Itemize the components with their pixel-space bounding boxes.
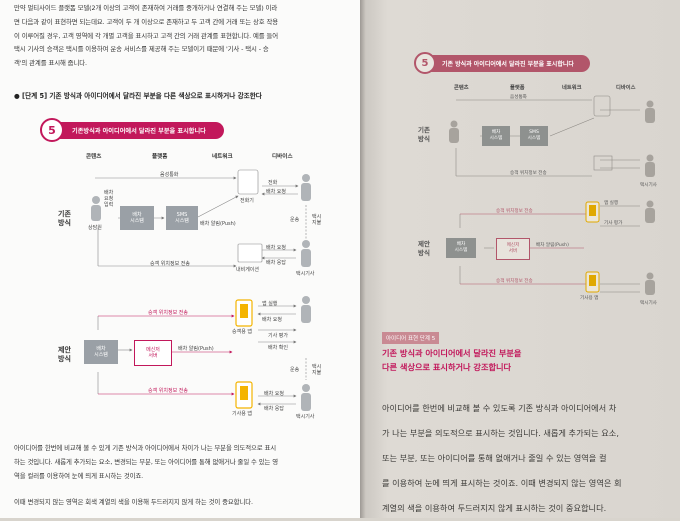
messenger-server-box: 메신저 서버 bbox=[134, 340, 172, 366]
right-proposed-driver: 택시기사 bbox=[640, 301, 657, 306]
dispatch-notice-label: 배차 알림(Push) bbox=[200, 221, 236, 227]
right-step-tag: 아이디어 표현 단계 5 bbox=[382, 332, 440, 344]
banner-title: 기존방식과 아이디어에서 달라진 부분을 표시합니다 bbox=[58, 121, 224, 139]
location-top-label: 승객 위치정보 전송 bbox=[148, 310, 188, 316]
app-run-label: 앱 실행 bbox=[262, 301, 278, 307]
proposed-taxi-pay-label: 택시 지불 bbox=[312, 364, 322, 376]
proposed-dispatch-request2-label: 배차 요청 bbox=[264, 391, 284, 397]
navigation-label: 내비게이션 bbox=[236, 267, 260, 273]
dispatch-response-label: 배차 응답 bbox=[266, 260, 286, 266]
rating-label: 기사 평가 bbox=[268, 333, 288, 339]
col-platform: 플랫폼 bbox=[152, 154, 168, 160]
proposed-driver-label: 택시기사 bbox=[296, 414, 315, 420]
phone-label: 전화기 bbox=[240, 198, 254, 204]
intro-paragraph: 만약 멀티사이드 플랫폼 모델(2개 이상의 고객이 존재하여 거래를 중개하거… bbox=[14, 4, 279, 68]
right-proposed-label: 제안 방식 bbox=[418, 240, 430, 257]
right-col-network: 네트워크 bbox=[562, 85, 582, 91]
driver-label: 택시기사 bbox=[296, 271, 315, 277]
col-network: 네트워크 bbox=[212, 154, 233, 160]
existing-method-label: 기존 방식 bbox=[58, 210, 71, 227]
operator-label: 운송 bbox=[290, 217, 300, 223]
confirm-label: 배차 확인 bbox=[268, 345, 288, 351]
right-col-platform: 플랫폼 bbox=[510, 85, 525, 91]
dispatch-system-box: 배차 시스템 bbox=[120, 206, 154, 230]
agent-label: 상담원 bbox=[88, 225, 102, 231]
right-proposed-dispatch-box: 배차 시스템 bbox=[446, 238, 476, 258]
right-driver-app: 기사용 앱 bbox=[580, 296, 599, 301]
location-send-label: 승객 위치정보 전송 bbox=[150, 261, 190, 267]
right-heading: 기존 방식과 아이디어에서 달라진 부분을 다른 색상으로 표시하거나 강조합니… bbox=[382, 348, 522, 372]
dispatch-request2-label: 배차 요청 bbox=[266, 245, 286, 251]
dispatch-request-label: 배차 요청 bbox=[266, 189, 286, 195]
right-driver: 택시기사 bbox=[640, 183, 657, 188]
sms-system-box: SMS 시스템 bbox=[166, 206, 198, 230]
proposed-dispatch-notice-label: 배차 알림(Push) bbox=[178, 346, 214, 352]
taxi-pay-label: 택시 지불 bbox=[312, 214, 322, 226]
right-dispatch-box: 배차 시스템 bbox=[482, 126, 510, 146]
proposed-method-label: 제안 방식 bbox=[58, 346, 71, 363]
right-body: 아이디어를 한번에 비교해 볼 수 있도록 기존 방식과 아이디어에서 차 가 … bbox=[382, 403, 622, 513]
col-content: 콘텐츠 bbox=[86, 154, 102, 160]
right-banner-title: 기존 방식과 아이디어에서 달라진 부분을 표시합니다 bbox=[430, 54, 590, 72]
right-banner-number: 5 bbox=[414, 52, 436, 74]
location-bottom-label: 승객 위치정보 전송 bbox=[148, 388, 188, 394]
col-device: 디바이스 bbox=[272, 154, 293, 160]
request-input-label: 배차 요청 입력 bbox=[104, 190, 114, 208]
right-banner: 5 기존 방식과 아이디어에서 달라진 부분을 표시합니다 bbox=[414, 52, 590, 74]
right-voice-call: 음성통화 bbox=[510, 95, 527, 100]
banner-number: 5 bbox=[40, 118, 64, 142]
outro-paragraph: 아이디어를 한번에 비교해 볼 수 있게 기존 방식과 아이디어에서 차이가 나… bbox=[14, 444, 279, 480]
driver-app-label: 기사용 앱 bbox=[232, 411, 252, 417]
right-location-send: 승객 위치정보 전송 bbox=[510, 171, 547, 176]
right-sms-box: SMS 시스템 bbox=[520, 126, 548, 146]
right-location-bottom: 승객 위치정보 전송 bbox=[496, 279, 533, 284]
right-location-top: 승객 위치정보 전송 bbox=[496, 209, 533, 214]
proposed-dispatch-request-label: 배차 요청 bbox=[262, 317, 282, 323]
last-line: 이때 변경되지 않는 영역은 회색 계열의 색을 이용해 두드러지지 않게 하는… bbox=[14, 498, 253, 506]
proposed-dispatch-response-label: 배차 응답 bbox=[264, 406, 284, 412]
right-dispatch-notice: 배차 알림(Push) bbox=[536, 243, 569, 248]
call-label: 전화 bbox=[268, 180, 278, 186]
proposed-operator-label: 운송 bbox=[290, 367, 300, 373]
passenger-app-label: 승객용 앱 bbox=[232, 329, 252, 335]
book-gutter bbox=[360, 0, 366, 518]
voice-call-label: 음성통화 bbox=[160, 172, 179, 178]
left-banner: 5 기존방식과 아이디어에서 달라진 부분을 표시합니다 bbox=[40, 118, 224, 142]
right-col-content: 콘텐츠 bbox=[454, 85, 469, 91]
step-heading: ● [단계 5] 기존 방식과 아이디어에서 달라진 부분을 다른 색상으로 표… bbox=[14, 92, 262, 100]
right-existing-label: 기존 방식 bbox=[418, 126, 430, 143]
right-col-device: 디바이스 bbox=[616, 85, 636, 91]
right-rating: 기사 평가 bbox=[604, 221, 623, 226]
proposed-dispatch-box: 배차 시스템 bbox=[84, 340, 118, 364]
right-messenger-box: 메신저 서버 bbox=[496, 238, 530, 260]
right-app-run: 앱 실행 bbox=[604, 201, 619, 206]
